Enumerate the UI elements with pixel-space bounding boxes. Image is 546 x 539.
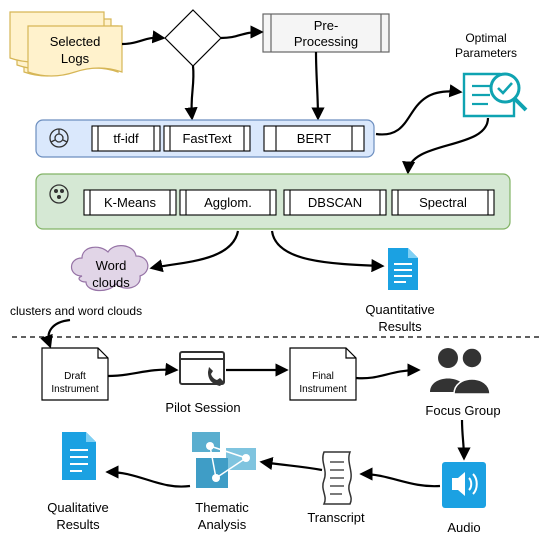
method-bert: BERT [263,125,365,152]
selected-logs-line2: Logs [61,51,90,66]
method-kmeans-label: K-Means [104,195,157,210]
audio-label: Audio [447,520,480,535]
word-cloud-node: Word clouds [70,245,149,292]
thematic-analysis-icon [192,432,256,488]
method-spectral-label: Spectral [419,195,467,210]
preprocessing-node: Pre- Processing [262,13,390,53]
edge-bert-to-parameters [375,84,463,136]
draft-instrument-node: Draft Instrument [41,347,109,401]
edge-clustering-to-wordcloud [149,230,240,273]
thematic-analysis-line1: Thematic [195,500,249,515]
method-agglom: Agglom. [179,189,277,216]
method-kmeans: K-Means [83,189,177,216]
method-dbscan-label: DBSCAN [308,195,362,210]
transcript-icon [322,451,352,505]
quantitative-line1: Quantitative [365,302,434,317]
draft-instrument-line2: Instrument [51,384,98,395]
word-cloud-line1: Word [96,258,127,273]
quantitative-document-icon [388,248,418,290]
cluster-icon [49,184,69,204]
optimal-parameters-line1: Optimal [465,31,506,45]
qualitative-line1: Qualitative [47,500,108,515]
qualitative-document-icon [62,432,96,480]
quantitative-line2: Results [378,319,422,334]
method-fasttext: FastText [163,125,251,152]
method-tfidf: tf-idf [91,125,161,152]
edge-audio-to-transcript [359,467,441,488]
selected-logs-node: Selected Logs [9,11,123,77]
transcript-label: Transcript [307,510,365,525]
word-cloud-line2: clouds [92,275,130,290]
edge-preprocessing-to-bert [311,51,325,121]
selected-logs-line1: Selected [50,34,101,49]
method-bert-label: BERT [297,131,331,146]
openai-icon [49,128,69,148]
final-instrument-line1: Final [312,371,334,382]
preprocessing-line2: Processing [294,34,358,49]
search-document-icon [462,72,528,118]
final-instrument-node: Final Instrument [289,347,357,401]
qualitative-line2: Results [56,517,100,532]
method-dbscan: DBSCAN [283,189,387,216]
edge-diamond-to-embeddings [184,65,198,121]
focus-group-icon [430,347,491,395]
method-agglom-label: Agglom. [204,195,252,210]
phone-window-icon [179,351,225,386]
method-spectral: Spectral [391,189,495,216]
edge-caption-to-draft [40,318,71,349]
pilot-session-label: Pilot Session [165,400,240,415]
final-instrument-line2: Instrument [299,384,346,395]
edge-logs-to-diamond [121,30,166,46]
draft-instrument-line1: Draft [64,371,86,382]
decision-diamond [164,9,222,67]
optimal-parameters-line2: Parameters [455,46,517,60]
edge-final-to-focus [355,363,421,380]
edge-diamond-to-preprocessing [220,25,264,40]
edge-transcript-to-thematic [259,456,323,472]
method-tfidf-label: tf-idf [113,131,139,146]
edge-focus-to-audio [457,419,471,461]
thematic-analysis-line2: Analysis [198,517,247,532]
clusters-caption: clusters and word clouds [10,304,142,318]
audio-icon [442,462,486,508]
edge-parameters-to-clustering [402,117,490,175]
focus-group-label: Focus Group [425,403,500,418]
edge-clustering-to-quantitative [270,230,385,273]
edge-draft-to-pilot [107,362,179,378]
preprocessing-line1: Pre- [314,18,339,33]
edge-thematic-to-qualitative [105,465,191,488]
method-fasttext-label: FastText [182,131,232,146]
